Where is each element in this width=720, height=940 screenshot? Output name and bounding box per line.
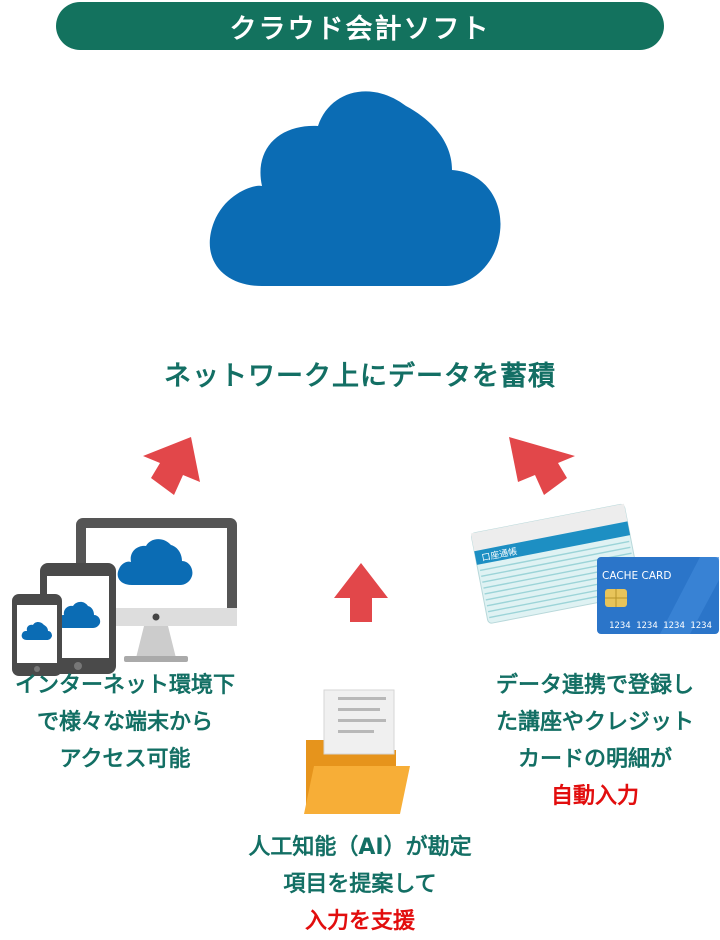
cards-caption-line: た講座やクレジット — [495, 710, 694, 735]
folder-caption: 人工知能（AI）が勘定 項目を提案して 入力を支援 — [228, 829, 492, 940]
cash-card-icon: CACHE CARD 1234 1234 1234 1234 — [597, 557, 719, 634]
devices-caption: インターネット環境下 で様々な端末から アクセス可能 — [0, 667, 250, 778]
cards-caption: データ連携で登録し た講座やクレジット カードの明細が 自動入力 — [470, 667, 720, 815]
folder-caption-highlight: 入力を支援 — [304, 909, 415, 934]
cards-caption-line: データ連携で登録し — [495, 673, 694, 698]
cards-caption-line: カードの明細が — [517, 747, 672, 772]
cloud-icon — [209, 91, 501, 286]
devices-caption-line: インターネット環境下 — [14, 673, 235, 698]
cloud-caption: ネットワーク上にデータを蓄積 — [164, 361, 556, 392]
folder-icon — [304, 689, 410, 814]
folder-caption-line: 項目を提案して — [283, 872, 437, 897]
cards-caption-highlight: 自動入力 — [550, 784, 639, 809]
arrow-up-icon — [334, 563, 388, 622]
title-banner: クラウド会計ソフト — [56, 2, 664, 50]
card-label: CACHE CARD — [602, 570, 671, 582]
arrow-up-icon — [509, 437, 575, 495]
card-number: 1234 1234 1234 1234 — [609, 621, 712, 631]
devices-caption-line: で様々な端末から — [36, 710, 213, 735]
devices-caption-line: アクセス可能 — [59, 747, 191, 772]
folder-caption-line: 人工知能（AI）が勘定 — [248, 835, 472, 860]
arrow-up-icon — [143, 437, 200, 495]
title-text: クラウド会計ソフト — [229, 13, 491, 45]
smartphone-icon — [12, 594, 62, 676]
